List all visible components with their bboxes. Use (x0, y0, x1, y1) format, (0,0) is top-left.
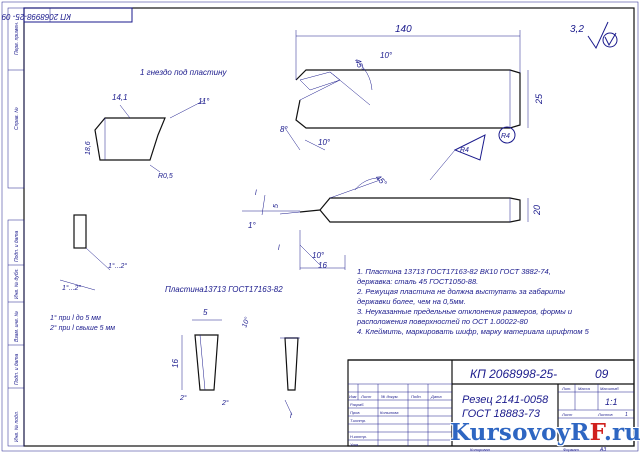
sheets-label: Листов (597, 412, 613, 417)
side-stamp-primary: Перв. примен. (14, 22, 20, 55)
note-2: 2. Режущая пластина не должна выступать … (356, 287, 565, 296)
designation: КП 2068998-25- (470, 367, 557, 381)
dim-width: 20 (532, 205, 542, 216)
bottom-tool-view: 45° 20 l 1° l 10° 16 5 R4 R4 (242, 126, 542, 270)
note-2b: державки более, чем на 0,5мм. (357, 297, 466, 306)
dim-l-b: l (278, 245, 280, 252)
col-mass: Масса (578, 386, 591, 391)
logo-suffix: .ru (603, 419, 640, 446)
header-sign: Подп. (411, 394, 422, 399)
side-stamp-5: Подп. и дата (14, 230, 20, 262)
row-dev: Разраб. (350, 402, 364, 407)
dim-14-1: 14,1 (112, 93, 128, 102)
note-1b: державка: сталь 45 ГОСТ1050-88. (357, 277, 478, 286)
side-stamp-3: Взам. инв. № (14, 310, 20, 342)
dim-height: 25 (534, 93, 544, 105)
note-3b: расположения поверхностей по ОСТ 1.00022… (356, 317, 529, 326)
surface-roughness-symbol: 3,2 (570, 21, 618, 50)
dim-r0-5: R0,5 (158, 173, 173, 180)
tolerance-note-1: 1° при l до 5 мм (50, 314, 101, 322)
angle-1-2-a: 1°...2° (108, 262, 127, 270)
header-izm: Изм (349, 394, 357, 399)
dim-length: 140 (395, 24, 412, 35)
angle-10-top: 10° (380, 51, 393, 60)
angle-10-c: 10° (312, 251, 325, 260)
developer: Копылова (380, 410, 399, 415)
radius-r4-b: R4 (460, 147, 469, 154)
angle-8: 8° (280, 125, 288, 134)
view-label: 1 гнездо под пластину (140, 68, 227, 77)
angle-10-bottom: 10° (318, 138, 331, 147)
dim-16: 16 (318, 261, 327, 270)
technical-notes: 1. Пластина 13713 ГОСТ17163-82 ВК10 ГОСТ… (356, 267, 590, 336)
row-tcontrol: Т.контр. (350, 418, 366, 423)
dim-18-6: 18,6 (85, 141, 92, 155)
side-stamp-1: Инв. № подл. (14, 411, 20, 442)
dim-5: 5 (273, 204, 280, 208)
side-stamp-ref: Справ. № (14, 107, 20, 130)
side-stamp-4: Инв. № дубл. (14, 268, 20, 299)
sheet-label: Лист (561, 412, 573, 417)
main-tool-view: 140 25 10° 45° 8° 10° (280, 24, 544, 151)
logo-accent: F (589, 419, 604, 446)
product-name-2: ГОСТ 18883-73 (462, 408, 541, 420)
logo-main: KursovoyR (450, 419, 590, 446)
top-stamp-text: КП 2068998-25- 09 (1, 12, 71, 21)
copied-label: Копировал (470, 447, 491, 452)
angle-1-bottom: 1° (248, 221, 256, 230)
plate-view: Пластина13713 ГОСТ17163-82 5 16 2° 2° 10… (165, 285, 300, 420)
note-4: 4. Клеймить, маркировать шифр, марку мат… (357, 327, 590, 336)
dim-16-plate: 16 (171, 359, 180, 368)
header-list: Лист (360, 394, 372, 399)
left-side-stamps: Перв. примен. Справ. № Инв. № подл. Подп… (7, 7, 25, 447)
header-date: Дата (430, 394, 442, 399)
logo-text: KursovoyRF.ru (450, 419, 640, 446)
side-stamp-2: Подп. и дата (14, 353, 20, 385)
note-1: 1. Пластина 13713 ГОСТ17163-82 ВК10 ГОСТ… (357, 267, 551, 276)
row-approve: Утв. (350, 442, 359, 447)
angle-1-2-b: 1°...2° (62, 284, 81, 292)
plate-label: Пластина13713 ГОСТ17163-82 (165, 285, 283, 294)
col-lit: Лит. (561, 386, 571, 391)
angle-45-top: 45° (353, 58, 366, 73)
format-label: Формат (563, 447, 580, 452)
roughness-value: 3,2 (570, 24, 584, 35)
dim-l-a: l (255, 190, 257, 197)
section-view: 1°...2° 1°...2° 1° при l до 5 мм 2° при … (49, 214, 127, 332)
radius-r4-a: R4 (501, 133, 510, 140)
angle-2-plate-a: 2° (179, 394, 187, 402)
header-doc: № докум. (381, 394, 399, 399)
scale-value: 1:1 (605, 397, 618, 407)
top-stamp-box: КП 2068998-25- 09 (1, 7, 133, 23)
note-3: 3. Неуказанные предельные отклонения раз… (357, 307, 573, 316)
angle-2-plate-b: 2° (221, 399, 229, 407)
seat-view: 1 гнездо под пластину 14,1 18,6 R0,5 11° (85, 68, 227, 180)
title-block: КП 2068998-25- 09 Резец 2141-0058 ГОСТ 1… (347, 359, 635, 453)
angle-10-plate: 10° (240, 316, 251, 329)
format-value: A3 (599, 447, 606, 453)
watermark-logo[interactable]: KursovoyRF.ru (444, 418, 640, 453)
row-check: Пров. (350, 410, 361, 415)
designation-suffix: 09 (595, 367, 609, 381)
row-ncontrol: Н.контр. (350, 434, 367, 439)
tolerance-note-2: 2° при l свыше 5 мм (49, 324, 115, 332)
angle-45-bottom: 45° (374, 173, 389, 188)
angle-11: 11° (198, 97, 210, 106)
dim-5-plate: 5 (203, 308, 208, 317)
product-name-1: Резец 2141-0058 (462, 394, 549, 406)
col-scale: Масштаб (600, 386, 619, 391)
dim-l-plate: l (290, 413, 292, 420)
sheets-value: 1 (625, 412, 628, 418)
